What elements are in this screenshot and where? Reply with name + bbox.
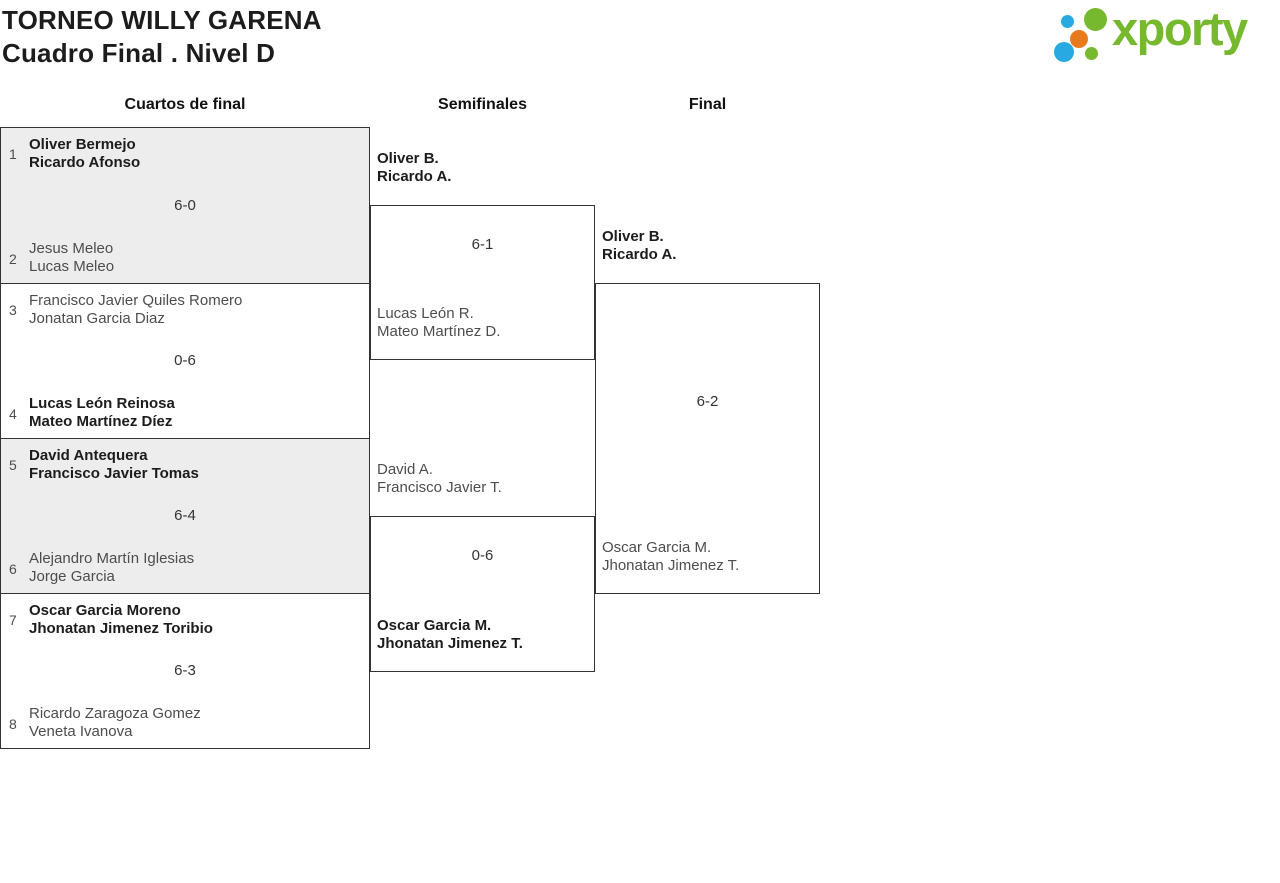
seed-number: 5 — [9, 457, 17, 473]
team-names: Alejandro Martín Iglesias Jorge Garcia — [29, 550, 194, 586]
player-name: Oliver Bermejo — [29, 136, 136, 153]
player-name: Jorge Garcia — [29, 568, 115, 585]
seed-number: 1 — [9, 146, 17, 162]
match-connector-box — [370, 516, 595, 672]
team-names: David A. Francisco Javier T. — [377, 461, 502, 497]
bracket-subtitle: Cuadro Final . Nivel D — [2, 38, 276, 68]
player-name: Alejandro Martín Iglesias — [29, 550, 195, 567]
logo-dot-icon — [1054, 42, 1074, 62]
match-score: 6-1 — [471, 236, 494, 253]
team-names: Oliver B. Ricardo A. — [377, 150, 451, 186]
match-score: 6-0 — [174, 196, 196, 214]
player-name: Oliver B. — [377, 150, 439, 167]
qf-match-3: 5 David Antequera Francisco Javier Tomas… — [1, 438, 369, 593]
player-name: David Antequera — [29, 447, 148, 464]
team-names: Oscar Garcia Moreno Jhonatan Jimenez Tor… — [29, 602, 213, 638]
seed-number: 2 — [9, 251, 17, 267]
player-name: Oscar Garcia Moreno — [29, 602, 181, 619]
player-name: Oscar Garcia M. — [602, 539, 712, 556]
player-name: Mateo Martínez D. — [377, 323, 501, 340]
sf-match-1: Oliver B. Ricardo A. 6-1 Lucas León R. M… — [370, 150, 595, 360]
xporty-brand-text: xporty — [1112, 2, 1248, 55]
player-name: Oliver B. — [602, 228, 664, 245]
tournament-name: TORNEO WILLY GARENA — [2, 5, 322, 35]
match-score: 0-6 — [471, 547, 494, 564]
round-label-final: Final — [688, 96, 727, 113]
player-name: Oscar Garcia M. — [377, 617, 492, 634]
team-names: Oscar Garcia M. Jhonatan Jimenez T. — [602, 539, 739, 575]
team-names: Francisco Javier Quiles Romero Jonatan G… — [29, 292, 242, 328]
team-names: Lucas León R. Mateo Martínez D. — [377, 305, 500, 341]
seed-number: 6 — [9, 561, 17, 577]
team-names: David Antequera Francisco Javier Tomas — [29, 447, 199, 483]
player-name: Jhonatan Jimenez Toribio — [29, 620, 213, 637]
team-names: Oscar Garcia M. Jhonatan Jimenez T. — [377, 617, 523, 653]
player-name: Ricardo Afonso — [29, 154, 141, 171]
match-score: 6-4 — [174, 507, 196, 524]
match-score: 6-3 — [174, 662, 196, 679]
player-name: Lucas Meleo — [29, 258, 115, 275]
xporty-logo[interactable]: xporty — [1052, 2, 1278, 66]
logo-dot-icon — [1061, 15, 1074, 28]
round-label-semifinales: Semifinales — [438, 96, 527, 113]
seed-number: 7 — [9, 612, 17, 628]
player-name: Ricardo A. — [377, 168, 452, 185]
quarterfinals-column: 1 Oliver Bermejo Ricardo Afonso 6-0 2 Je… — [0, 127, 370, 749]
team-names: Oliver B. Ricardo A. — [602, 228, 676, 264]
logo-dot-icon — [1070, 30, 1088, 48]
player-name: Jhonatan Jimenez T. — [602, 557, 740, 574]
player-name: Jhonatan Jimenez T. — [377, 635, 523, 652]
sf-match-2: David A. Francisco Javier T. 0-6 Oscar G… — [370, 461, 595, 672]
player-name: Lucas León Reinosa — [29, 395, 175, 412]
qf-match-2: 3 Francisco Javier Quiles Romero Jonatan… — [1, 283, 369, 438]
final-match: Oliver B. Ricardo A. 6-2 Oscar Garcia M.… — [595, 228, 820, 594]
player-name: Veneta Ivanova — [29, 723, 133, 740]
player-name: David A. — [377, 461, 433, 478]
player-name: Lucas León R. — [377, 305, 474, 322]
player-name: Francisco Javier Tomas — [29, 465, 199, 482]
team-names: Lucas León Reinosa Mateo Martínez Díez — [29, 395, 175, 431]
player-name: Jesus Meleo — [29, 240, 114, 257]
round-label-cuartos: Cuartos de final — [124, 96, 246, 113]
team-names: Oliver Bermejo Ricardo Afonso — [29, 136, 140, 172]
player-name: Jonatan Garcia Diaz — [29, 310, 165, 327]
match-score: 0-6 — [174, 352, 196, 369]
match-connector-box — [370, 205, 595, 360]
team-names: Jesus Meleo Lucas Meleo — [29, 240, 114, 276]
seed-number: 8 — [9, 716, 17, 732]
logo-dot-icon — [1084, 8, 1107, 31]
page-title: TORNEO WILLY GARENA Cuadro Final . Nivel… — [2, 4, 322, 70]
player-name: Mateo Martínez Díez — [29, 413, 173, 430]
player-name: Ricardo Zaragoza Gomez — [29, 705, 201, 722]
logo-dot-icon — [1085, 47, 1098, 60]
match-score: 6-2 — [696, 393, 719, 410]
player-name: Ricardo A. — [602, 246, 677, 263]
seed-number: 4 — [9, 406, 17, 422]
seed-number: 3 — [9, 302, 17, 318]
qf-match-4: 7 Oscar Garcia Moreno Jhonatan Jimenez T… — [1, 593, 369, 748]
qf-match-1: 1 Oliver Bermejo Ricardo Afonso 6-0 2 Je… — [1, 128, 369, 283]
team-names: Ricardo Zaragoza Gomez Veneta Ivanova — [29, 705, 201, 741]
player-name: Francisco Javier Quiles Romero — [29, 292, 243, 309]
player-name: Francisco Javier T. — [377, 479, 502, 496]
match-connector-box — [595, 283, 820, 594]
